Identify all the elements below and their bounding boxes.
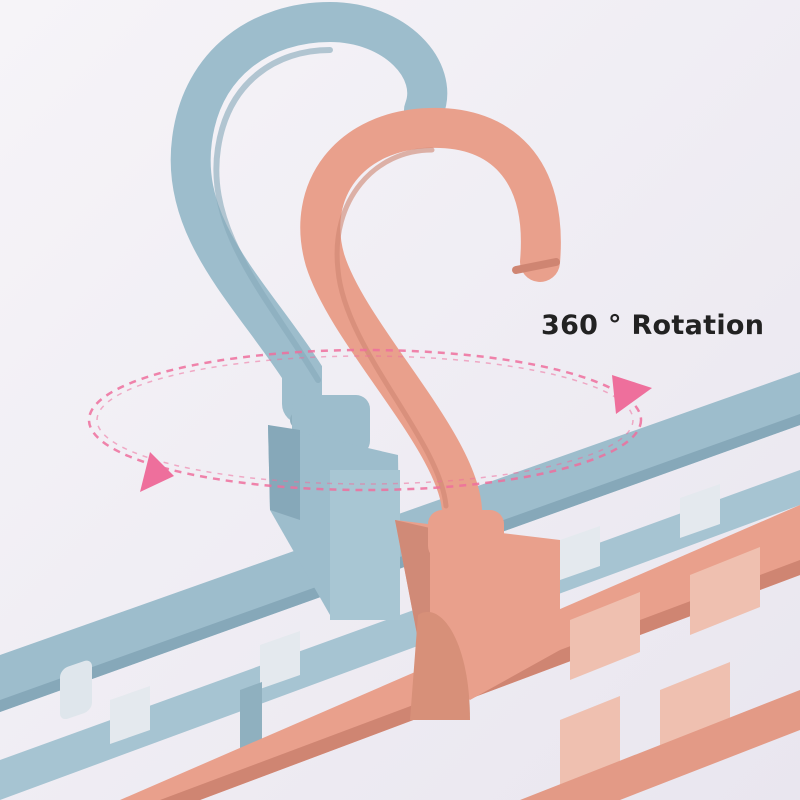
arrowhead-right-icon: [612, 375, 652, 414]
rotation-icon: [87, 348, 652, 492]
rotation-caption: 360 ° Rotation: [541, 310, 765, 341]
pink-hanger: [120, 107, 800, 800]
arrowhead-left-icon: [140, 452, 174, 492]
